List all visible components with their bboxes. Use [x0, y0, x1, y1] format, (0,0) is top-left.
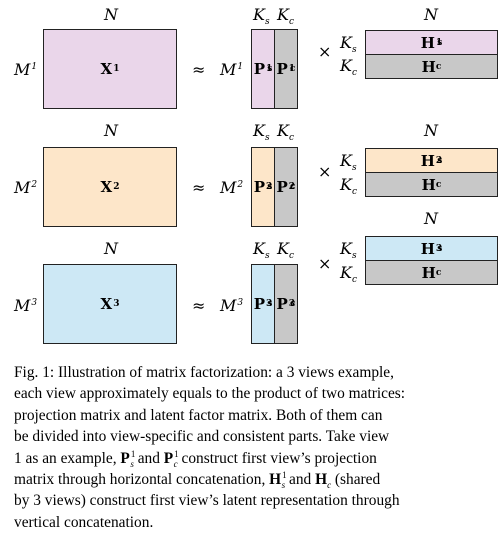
m-label: M3 [220, 296, 244, 315]
approx-sign: ≈ [192, 60, 206, 79]
figure-caption: Fig. 1: Illustration of matrix factoriza… [14, 362, 494, 533]
n-label: N [424, 209, 438, 228]
m-label: M1 [14, 60, 38, 79]
n-label: N [104, 239, 118, 258]
kc-label: Kc [340, 175, 357, 198]
n-label: N [424, 5, 438, 24]
ks-label: Ks [340, 239, 357, 262]
ks-label: Ks [340, 33, 357, 56]
caption-line: be divided into view-specific and consis… [14, 428, 390, 446]
kc-label: Kc [340, 56, 357, 79]
caption-line: projection matrix and latent factor matr… [14, 406, 383, 424]
m-label: M3 [14, 296, 38, 315]
caption-line: 1 as an example, P1s and P1c construct f… [14, 448, 377, 469]
m-label: M2 [220, 178, 244, 197]
approx-sign: ≈ [192, 296, 206, 315]
ks-label: Ks [253, 5, 270, 28]
caption-line: Fig. 1: Illustration of matrix factoriza… [14, 364, 394, 381]
caption-line: each view approximately equals to the pr… [14, 385, 406, 403]
kc-label: Kc [340, 263, 357, 286]
n-label: N [104, 5, 118, 24]
times-sign: × [318, 162, 332, 181]
kc-label: Kc [277, 239, 294, 262]
approx-sign: ≈ [192, 178, 206, 197]
ks-label: Ks [253, 121, 270, 144]
caption-line: vertical concatenation. [14, 513, 154, 531]
caption-line: by 3 views) construct first view’s laten… [14, 492, 400, 510]
caption-line: matrix through horizontal concatenation,… [14, 469, 381, 491]
m-label: M1 [220, 60, 244, 79]
kc-label: Kc [277, 5, 294, 28]
m-label: M2 [14, 178, 38, 197]
ks-label: Ks [253, 239, 270, 262]
kc-label: Kc [277, 121, 294, 144]
times-sign: × [318, 42, 332, 61]
n-label: N [104, 121, 118, 140]
ks-label: Ks [340, 151, 357, 174]
n-label: N [424, 121, 438, 140]
times-sign: × [318, 254, 332, 273]
